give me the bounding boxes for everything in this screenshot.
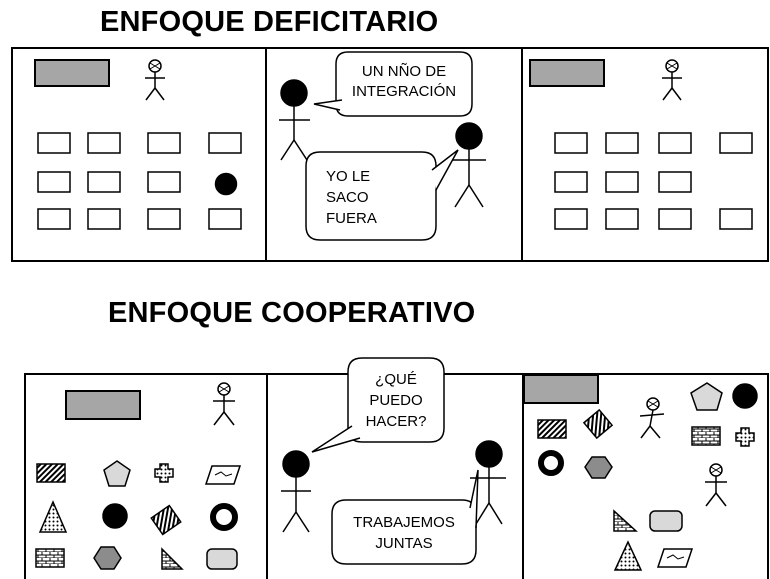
desks [37,132,242,230]
bubble-line: PUEDO [369,392,422,409]
panel-cooperative-groups [523,374,758,571]
blackboard [34,59,110,87]
speech-bubble-tail [313,99,343,111]
panel-dialogue-deficit: UN NÑO DE INTEGRACIÓN YO LE SACO FUERA [279,51,486,241]
bubble-line: ¿QUÉ [375,371,417,388]
speech-bubble [335,51,473,117]
bubble-line: FUERA [326,210,377,227]
bubble-line: TRABAJEMOS [353,514,455,531]
speech-bubble-tail [469,469,479,529]
strip-frame [11,47,769,262]
special-student-ball [213,171,239,197]
teacher-figure [662,59,682,101]
panel-classroom-initial [34,59,242,230]
comic-strip-deficit: UN NÑO DE INTEGRACIÓN YO LE SACO FUERA [11,47,769,262]
bubble-line: INTEGRACIÓN [352,83,456,100]
student-figure [470,440,506,525]
bubble-line: YO LE [326,168,370,185]
desks [554,132,753,230]
panel-diverse-classroom [35,382,242,570]
speech-bubble [305,151,437,241]
teacher-figure [145,59,165,101]
teacher-figure [639,397,665,439]
blackboard [529,59,605,87]
group-shapes [537,382,758,571]
bubble-line: SACO [326,189,369,206]
teacher-figure [705,463,727,507]
student-figure [448,122,486,208]
speech-bubble-tail [431,149,459,191]
teacher-figure [279,79,310,161]
panel-classroom-after [529,59,753,230]
speech-bubble [347,357,445,443]
comic-strip-cooperative: ¿QUÉ PUEDO HACER? TRABAJEMOS JUNTAS [24,357,769,579]
title-enfoque-cooperativo: ENFOQUE COOPERATIVO [108,297,476,329]
blackboard [65,390,141,420]
bubble-line: JUNTAS [375,535,432,552]
bubble-line: UN NÑO DE [362,63,446,80]
speech-bubble-tail [311,425,361,453]
bubble-line: HACER? [366,413,427,430]
teacher-figure [213,382,235,426]
diverse-student-shapes [35,460,242,570]
blackboard [523,374,599,404]
speech-bubble [331,499,477,565]
panel-dialogue-cooperative: ¿QUÉ PUEDO HACER? TRABAJEMOS JUNTAS [281,357,506,565]
title-enfoque-deficitario: ENFOQUE DEFICITARIO [100,6,439,38]
teacher-figure [281,450,311,533]
